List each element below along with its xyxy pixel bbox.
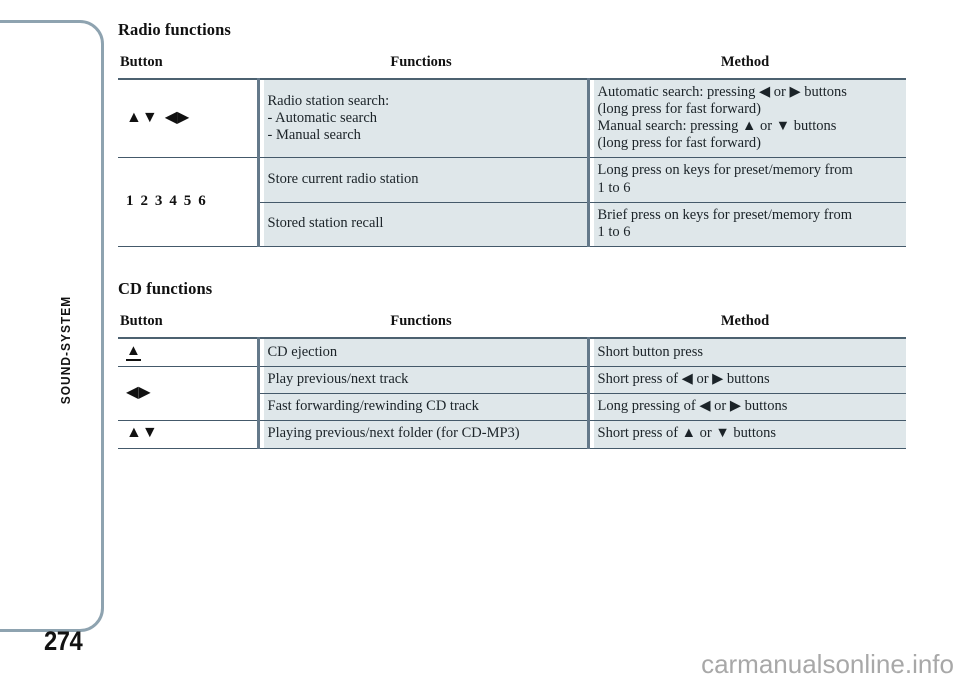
arrow-right-icon: ▶ [138, 383, 151, 401]
page-number: 274 [44, 626, 83, 656]
functions-cell: Radio station search: - Automatic search… [258, 79, 590, 159]
functions-cell: Fast forwarding/rewinding CD track [258, 393, 590, 422]
table-header-row: Button Functions Method [118, 52, 906, 80]
functions-cell: Stored station recall [258, 202, 590, 247]
arrow-left-icon: ◀ [126, 383, 139, 401]
method-cell: Automatic search: pressing ◀ or ▶ button… [588, 79, 906, 159]
eject-icon: ▲ [126, 343, 141, 362]
arrow-up-icon: ▲ [126, 424, 142, 442]
radio-functions-table: Button Functions Method ▲▼ ◀▶ Radio stati… [118, 52, 906, 247]
page-content: Radio functions Button Functions Method … [118, 20, 906, 449]
column-header-button: Button [118, 52, 258, 80]
button-cell: ▲▼ [118, 420, 260, 449]
method-cell: Long press on keys for preset/memory fro… [588, 157, 906, 203]
preset-keys-label: 1 2 3 4 5 6 [126, 192, 208, 209]
button-cell: ▲ [118, 337, 260, 368]
arrow-up-icon: ▲ [126, 108, 142, 126]
arrow-icons: ▲▼ [126, 424, 158, 441]
column-header-button: Button [118, 310, 258, 339]
method-cell: Short press of ▲ or ▼ buttons [588, 420, 906, 449]
arrow-down-icon: ▼ [141, 424, 158, 442]
button-cell: ▲▼ ◀▶ [118, 79, 260, 159]
table-row: ▲▼ ◀▶ Radio station search: - Automatic s… [118, 79, 906, 159]
button-cell: 1 2 3 4 5 6 [118, 157, 260, 247]
method-cell: Short button press [588, 337, 906, 368]
cd-functions-table: Button Functions Method ▲ CD ejection Sh… [118, 310, 906, 449]
button-cell: ◀▶ [118, 366, 260, 422]
method-cell: Brief press on keys for preset/memory fr… [588, 202, 906, 247]
chapter-tab: SOUND-SYSTEM [12, 50, 73, 405]
arrow-down-icon: ▼ [141, 108, 158, 126]
functions-cell: Play previous/next track [258, 366, 590, 395]
functions-cell: Store current radio station [258, 157, 590, 203]
table-row: 1 2 3 4 5 6 Store current radio station … [118, 157, 906, 247]
arrow-icons: ▲▼ ◀▶ [126, 109, 189, 126]
arrow-icons: ◀▶ [126, 384, 151, 401]
page-frame [0, 20, 104, 632]
column-header-functions: Functions [258, 52, 588, 80]
table-row: ◀▶ Play previous/next track Short press … [118, 366, 906, 422]
arrow-right-icon: ▶ [177, 108, 190, 126]
method-cell: Short press of ◀ or ▶ buttons [588, 366, 906, 395]
arrow-left-icon: ◀ [164, 108, 177, 126]
cd-section-title: CD functions [118, 278, 213, 298]
functions-cell: CD ejection [258, 337, 590, 368]
method-cell: Long pressing of ◀ or ▶ buttons [588, 393, 906, 422]
table-row: ▲ CD ejection Short button press [118, 337, 906, 368]
column-header-functions: Functions [258, 310, 588, 339]
table-row: Fast forwarding/rewinding CD track Long … [118, 393, 906, 422]
column-header-method: Method [588, 52, 906, 80]
table-row: ▲▼ Playing previous/next folder (for CD-… [118, 420, 906, 449]
table-row: Stored station recall Brief press on key… [118, 202, 906, 247]
table-header-row: Button Functions Method [118, 310, 906, 339]
chapter-tab-label: SOUND-SYSTEM [58, 295, 73, 405]
column-header-method: Method [588, 310, 906, 339]
functions-cell: Playing previous/next folder (for CD-MP3… [258, 420, 590, 449]
watermark: carmanualsonline.info [701, 649, 954, 679]
radio-section-title: Radio functions [118, 20, 231, 39]
